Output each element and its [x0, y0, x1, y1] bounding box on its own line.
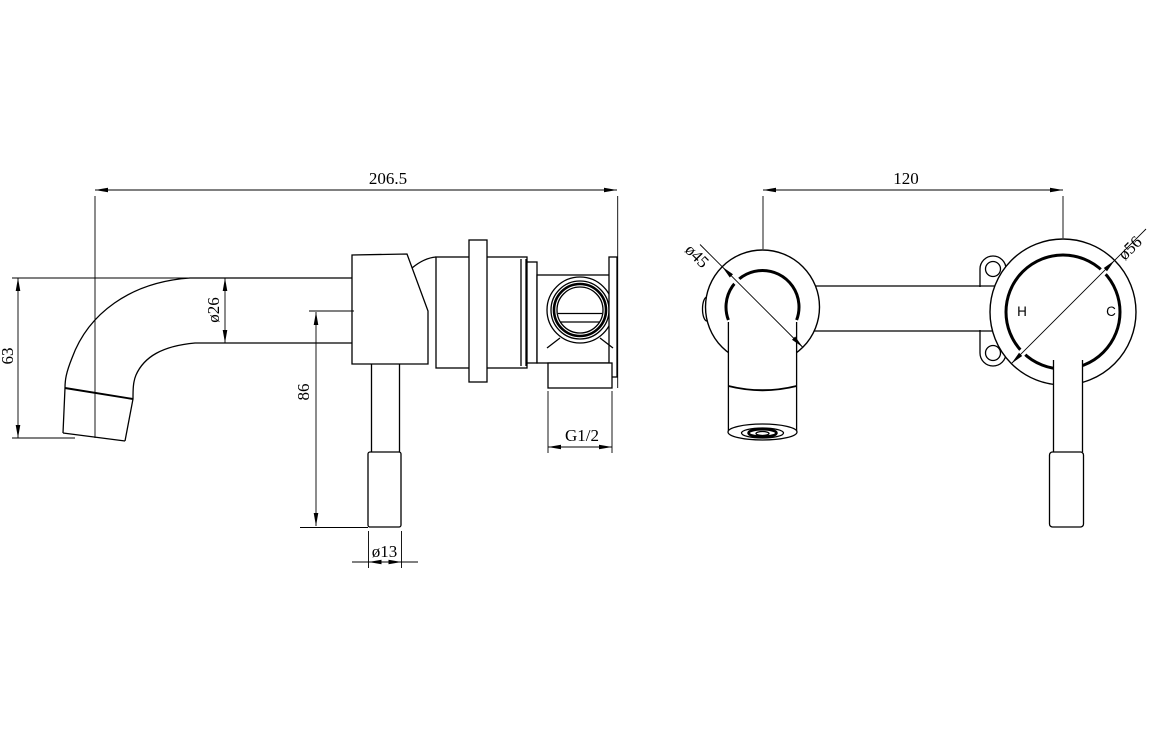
body-wings: [546, 337, 614, 349]
dimensions: 206.5 120 63 ø26 86: [0, 169, 1064, 568]
dim-valve-flange-line: [1011, 228, 1147, 364]
dim-valve-flange-arrow-2: [1103, 260, 1115, 272]
spout-bend-arc: [724, 269, 801, 321]
dim-inlet-thread-label: G1/2: [565, 426, 599, 445]
wall-flange: [468, 239, 488, 383]
port-ring-inner: [556, 286, 604, 334]
dim-spout-flange-label: ø45: [681, 240, 712, 271]
front-view: ø45 ø56 H C: [681, 228, 1147, 528]
dim-handle-length-arrow-top: [313, 312, 319, 325]
dim-overall-arrow-right: [604, 187, 617, 193]
dim-handle-dia-arrow-left: [368, 559, 382, 565]
spout-profile: [62, 277, 352, 442]
port-slot-lines: [558, 312, 602, 323]
dim-spout-flange-line: [699, 244, 804, 348]
dim-handle-dia-label: ø13: [372, 542, 398, 561]
rear-plate: [608, 256, 618, 378]
dim-spout-dia: ø26: [204, 278, 228, 343]
dim-valve-flange-arrow-1: [1011, 352, 1023, 364]
handle-grip: [367, 451, 402, 528]
cylinder-ring-lines: [520, 259, 527, 366]
dim-centers-arrow-left: [763, 187, 776, 193]
dim-handle-length: 86: [294, 312, 319, 526]
spout-tip-separator: [64, 387, 134, 400]
spout-collar: [728, 385, 797, 392]
inlet-port: [547, 362, 613, 389]
dim-spout-dia-arrow-top: [222, 278, 228, 291]
extension-lines: [12, 196, 1064, 568]
ear-bottom-hole: [984, 344, 1002, 362]
dim-spout-height: 63: [0, 278, 21, 438]
dim-spout-dia-label: ø26: [204, 297, 223, 323]
dim-handle-length-label: 86: [294, 384, 313, 401]
dim-overall-arrow-left: [95, 187, 108, 193]
dim-valve-flange-label: ø56: [1114, 232, 1145, 263]
ear-top-hole: [984, 260, 1002, 278]
dim-overall: 206.5: [95, 169, 617, 193]
handle-stem-mask: [1054, 358, 1082, 452]
side-view: [62, 239, 618, 528]
hot-marker: H: [1017, 304, 1027, 319]
dim-handle-length-arrow-bottom: [313, 513, 319, 526]
dim-handle-dia-arrow-right: [388, 559, 402, 565]
dim-spout-height-arrow-bottom: [15, 425, 21, 438]
port-ring-thick: [552, 282, 608, 338]
handle-base: [351, 253, 429, 365]
dim-overall-label: 206.5: [369, 169, 407, 188]
spout-front: ø45: [681, 240, 821, 441]
dim-centers-label: 120: [893, 169, 919, 188]
spout-tube-mask: [728, 318, 797, 432]
cold-marker: C: [1106, 304, 1116, 319]
dim-spout-height-arrow-top: [15, 278, 21, 291]
valve-front: ø56 H C: [989, 228, 1147, 528]
handle-side: [367, 364, 402, 528]
dim-spout-dia-arrow-bottom: [222, 330, 228, 343]
handle-stem-lines: [370, 364, 401, 452]
dim-handle-dia: ø13: [352, 542, 418, 565]
dim-inlet-thread: G1/2: [548, 426, 612, 450]
dim-centers: 120: [763, 169, 1063, 193]
dim-inlet-thread-arrow-right: [599, 444, 612, 450]
handle-base-connector: [411, 256, 437, 269]
spout-outer-edge: [62, 277, 352, 434]
handle-grip-front: [1048, 451, 1085, 528]
dim-centers-arrow-right: [1050, 187, 1063, 193]
dim-inlet-thread-arrow-left: [548, 444, 561, 450]
handle-front: [1048, 358, 1085, 528]
coupler-ring: [526, 261, 538, 364]
dim-spout-height-label: 63: [0, 348, 17, 365]
dim-spout-flange-arrow-2: [792, 336, 803, 348]
dim-spout-flange-arrow-1: [722, 266, 733, 278]
aerator-ring-2: [747, 427, 778, 439]
spout-inner-edge: [124, 342, 352, 442]
spout-tip-edge: [62, 432, 126, 442]
aerator-ring-3: [755, 430, 770, 437]
handle-stem-lines-front: [1052, 360, 1084, 452]
